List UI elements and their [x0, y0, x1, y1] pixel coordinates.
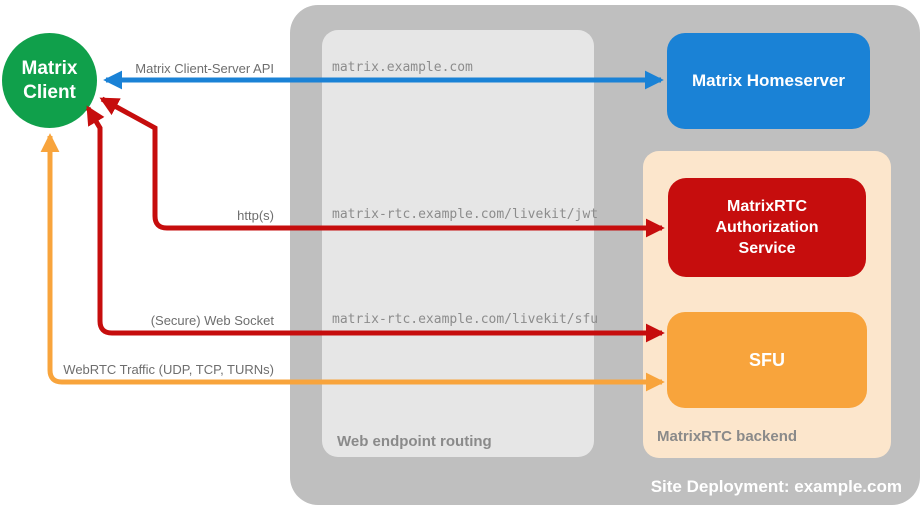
- matrix-client-label-line1: Matrix: [21, 57, 78, 79]
- sfu-node: SFU: [667, 312, 867, 408]
- matrixrtc-authorization-service-node: MatrixRTC Authorization Service: [668, 178, 866, 277]
- client-server-api-arrow-label: Matrix Client-Server API: [135, 61, 274, 76]
- matrix-client-node: Matrix Client: [2, 33, 97, 128]
- endpoint-matrix-example-com: matrix.example.com: [332, 60, 473, 75]
- matrix-homeserver-label: Matrix Homeserver: [691, 71, 846, 90]
- matrixrtc-authorization-service-label: MatrixRTC Authorization Service: [715, 198, 819, 257]
- websocket-arrow-label: (Secure) Web Socket: [150, 313, 274, 328]
- site-deployment-label: Site Deployment: example.com: [650, 477, 902, 496]
- sfu-label: SFU: [749, 349, 785, 370]
- webrtc-arrow-label: WebRTC Traffic (UDP, TCP, TURNs): [63, 362, 274, 377]
- matrix-homeserver-node: Matrix Homeserver: [667, 33, 870, 129]
- https-arrow-label: http(s): [237, 208, 274, 223]
- matrix-client-label-line2: Client: [23, 81, 76, 103]
- web-endpoint-routing-label: Web endpoint routing: [337, 433, 492, 450]
- endpoint-livekit-sfu: matrix-rtc.example.com/livekit/sfu: [332, 312, 599, 327]
- endpoint-livekit-jwt: matrix-rtc.example.com/livekit/jwt: [332, 207, 599, 222]
- matrixrtc-backend-label: MatrixRTC backend: [657, 428, 798, 445]
- web-endpoint-routing-box: [322, 30, 594, 457]
